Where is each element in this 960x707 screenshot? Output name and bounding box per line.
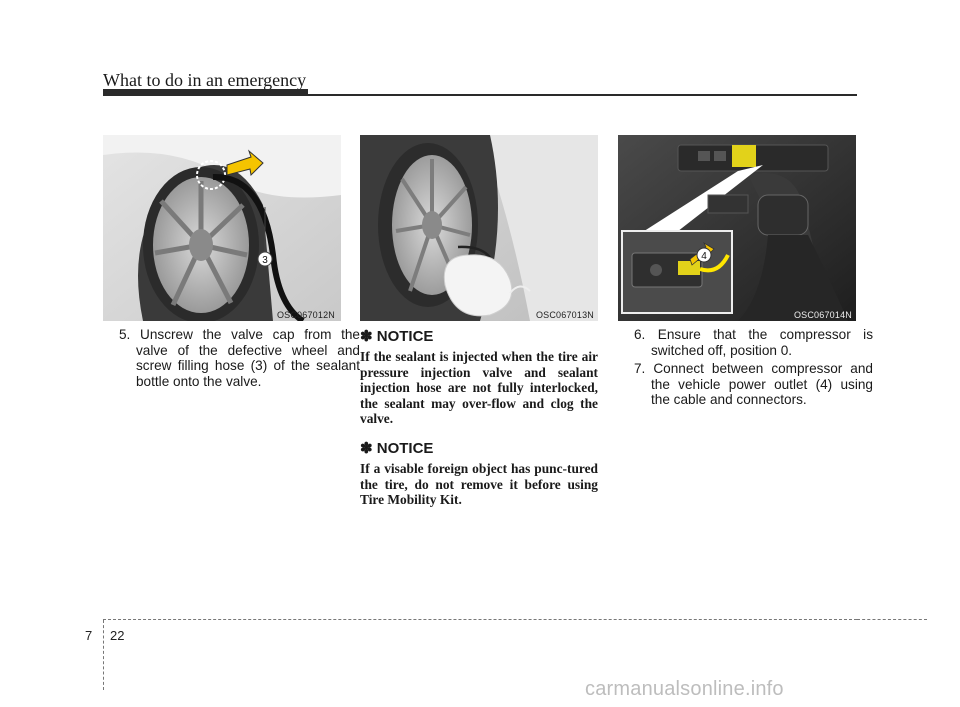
notice-heading: ✽ NOTICE (360, 440, 434, 457)
figure-code: OSC067012N (276, 310, 335, 320)
footer-rule (857, 619, 927, 620)
step-5: 5. Unscrew the valve cap from the valve … (119, 327, 360, 389)
figure-wheel-hose: 3 OSC067012N (103, 135, 341, 321)
footer-vertical-rule (103, 620, 104, 690)
watermark-text: carmanualsonline.info (585, 678, 784, 700)
figure-callout-4: 4 (701, 251, 707, 262)
figure-callout-3: 3 (262, 255, 268, 266)
figure-code: OSC067014N (793, 310, 852, 320)
notice-body: If a visable foreign object has punc-tur… (360, 461, 598, 508)
notice-body: If the sealant is injected when the tire… (360, 349, 598, 427)
header-rule (103, 94, 857, 96)
footer-rule (103, 619, 857, 620)
header-bar (103, 89, 308, 95)
figure-sealant-bottle: OSC067013N (360, 135, 598, 321)
step-6: 6. Ensure that the compressor is switche… (634, 327, 873, 358)
step-7: 7. Connect between compressor and the ve… (634, 361, 873, 408)
notice-heading: ✽ NOTICE (360, 328, 434, 345)
chapter-number: 7 (85, 628, 93, 643)
page-header-title: What to do in an emergency (103, 70, 307, 90)
figure-code: OSC067013N (535, 310, 594, 320)
page-number: 22 (110, 628, 125, 643)
figure-power-outlet: 4 OSC067014N (618, 135, 856, 321)
